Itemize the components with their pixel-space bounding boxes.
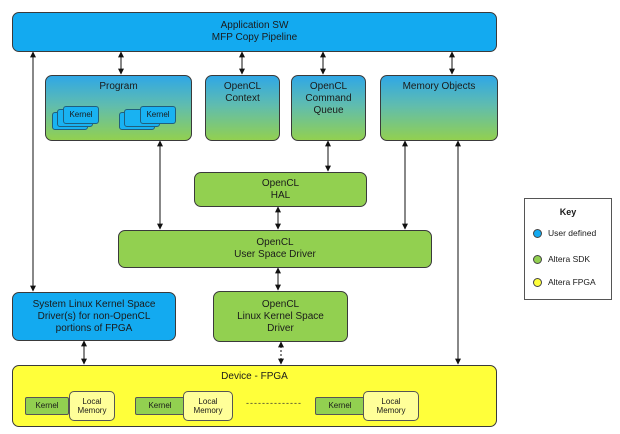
opencl-user-space-driver-box: OpenCL User Space Driver: [118, 230, 432, 268]
lk-driver-line2: Linux Kernel Space: [237, 310, 324, 322]
lm1-line1: Local: [82, 397, 102, 406]
fpga-kernel-3: Kernel: [315, 397, 365, 415]
opencl-hal-box: OpenCL HAL: [194, 172, 367, 207]
sys-driver-line2: Driver(s) for non-OpenCL: [37, 310, 151, 322]
opencl-context-box: OpenCL Context: [205, 75, 280, 141]
usd-line2: User Space Driver: [234, 249, 316, 260]
legend-key: Key User defined Altera SDK Altera FPGA: [524, 198, 612, 300]
legend-swatch-blue: [533, 228, 542, 238]
application-sw-subtitle: MFP Copy Pipeline: [211, 32, 298, 43]
sys-driver-line3: portions of FPGA: [55, 322, 133, 334]
queue-line2: Command: [305, 93, 352, 104]
legend-label-altera-fpga: Altera FPGA: [548, 277, 596, 287]
lk-driver-line3: Driver: [267, 322, 294, 334]
hal-line2: HAL: [270, 189, 291, 201]
legend-item-user-defined: User defined: [533, 228, 596, 238]
application-sw-box: Application SW MFP Copy Pipeline: [12, 12, 497, 52]
memory-objects-box: Memory Objects: [380, 75, 498, 141]
fpga-dashes: --------------: [246, 398, 302, 408]
opencl-command-queue-box: OpenCL Command Queue: [291, 75, 366, 141]
sys-driver-line1: System Linux Kernel Space: [32, 298, 156, 310]
lm3-line2: Memory: [376, 406, 406, 415]
queue-line3: Queue: [313, 105, 344, 116]
lm2-line1: Local: [198, 397, 218, 406]
memory-objects-title: Memory Objects: [402, 81, 476, 92]
opencl-linux-kernel-driver-box: OpenCL Linux Kernel Space Driver: [213, 291, 348, 342]
lm1-line2: Memory: [77, 406, 107, 415]
fpga-kernel-1: Kernel: [25, 397, 69, 415]
context-line2: Context: [225, 93, 260, 104]
lk-driver-line1: OpenCL: [261, 298, 300, 310]
legend-swatch-green: [533, 254, 542, 264]
fpga-title: Device - FPGA: [221, 371, 288, 382]
legend-title: Key: [559, 207, 577, 217]
legend-item-altera-sdk: Altera SDK: [533, 254, 590, 264]
lm3-line1: Local: [381, 397, 401, 406]
system-linux-kernel-driver-box: System Linux Kernel Space Driver(s) for …: [12, 292, 176, 341]
context-line1: OpenCL: [223, 81, 262, 92]
application-sw-title: Application SW: [220, 20, 289, 31]
hal-line1: OpenCL: [261, 177, 300, 189]
usd-line1: OpenCL: [256, 237, 294, 248]
program-kernel-2: Kernel: [140, 106, 176, 124]
program-kernel-1: Kernel: [63, 106, 99, 124]
legend-label-altera-sdk: Altera SDK: [548, 254, 591, 264]
fpga-kernel-2: Kernel: [135, 397, 185, 415]
legend-item-altera-fpga: Altera FPGA: [533, 277, 596, 287]
program-title: Program: [99, 81, 138, 92]
legend-swatch-yellow: [533, 277, 542, 287]
lm2-line2: Memory: [193, 406, 223, 415]
legend-label-user-defined: User defined: [548, 228, 597, 238]
queue-line1: OpenCL: [309, 81, 348, 92]
